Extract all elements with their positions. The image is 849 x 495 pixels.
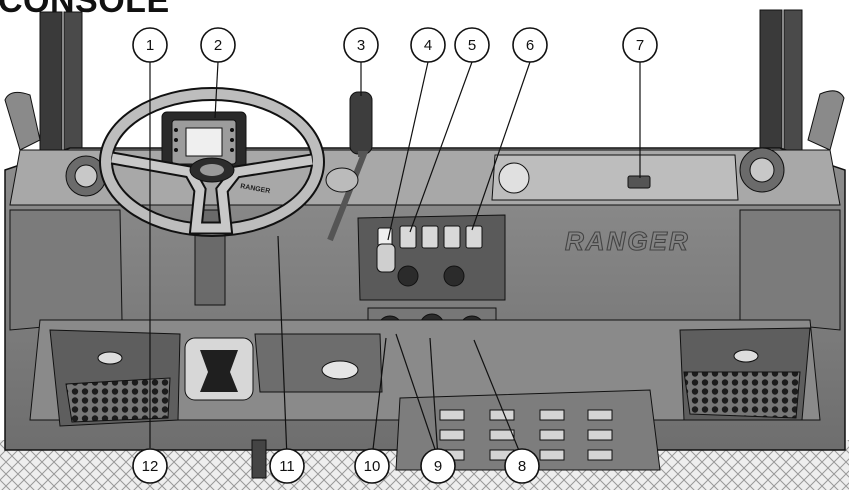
callout-3: 3 (343, 27, 379, 63)
svg-text:3: 3 (357, 37, 365, 54)
gear-shifter (325, 91, 373, 242)
callout-11: 11 (269, 448, 305, 484)
svg-text:5: 5 (468, 37, 476, 54)
svg-text:2: 2 (214, 37, 222, 54)
cup-holder (184, 337, 254, 401)
pedal (251, 439, 267, 479)
callout-9: 9 (420, 448, 456, 484)
floor-vents (395, 389, 661, 471)
svg-text:11: 11 (279, 458, 295, 475)
svg-text:7: 7 (636, 37, 644, 54)
svg-text:6: 6 (526, 37, 534, 54)
svg-text:4: 4 (424, 37, 432, 54)
callout-leaders (149, 61, 641, 459)
callout-1: 1 (132, 27, 168, 63)
callout-4: 4 (410, 27, 446, 63)
right-side-panel (739, 209, 841, 331)
callout-10: 10 (354, 448, 390, 484)
left-side-panel (9, 209, 123, 331)
svg-text:8: 8 (518, 458, 526, 475)
svg-text:9: 9 (434, 458, 442, 475)
left-speaker-grille (49, 329, 181, 427)
callout-7: 7 (622, 27, 658, 63)
center-storage-tray (254, 333, 383, 393)
callout-8: 8 (504, 448, 540, 484)
right-air-vent (739, 147, 785, 193)
glove-box (491, 154, 739, 201)
callout-2: 2 (200, 27, 236, 63)
svg-text:12: 12 (142, 458, 159, 475)
left-roll-cage (4, 11, 83, 193)
ranger-dash-logo: RANGER (565, 226, 690, 256)
svg-text:10: 10 (364, 458, 381, 475)
right-speaker-grille (679, 327, 811, 421)
page-title: CONSOLE (0, 0, 170, 20)
callout-5: 5 (454, 27, 490, 63)
steering-wheel: RANGER (99, 87, 325, 237)
callout-12: 12 (132, 448, 168, 484)
center-switch-panel (357, 214, 506, 301)
callout-6: 6 (512, 27, 548, 63)
left-air-vent (65, 155, 107, 197)
right-roll-cage (759, 9, 845, 191)
instrument-cluster (161, 111, 247, 173)
svg-text:1: 1 (146, 37, 154, 54)
